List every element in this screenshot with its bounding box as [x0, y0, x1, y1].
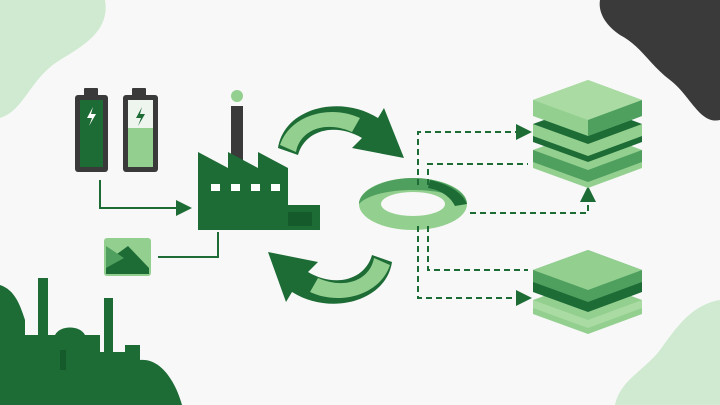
- edge-material-to-factory: [158, 232, 219, 258]
- cycle-arrows-icon: [268, 106, 404, 304]
- layer-stack-icon-top: [533, 80, 642, 188]
- edge-ring-to-top-stack-2: [427, 163, 528, 185]
- output-connectors: [417, 124, 596, 306]
- layer-stack-icon-bottom: [533, 250, 642, 334]
- blob-top-right: [599, 0, 720, 121]
- edge-ring-to-bottom-stack: [417, 226, 532, 306]
- battery-partial-icon: [123, 88, 158, 172]
- input-connectors: [99, 180, 219, 258]
- ring-icon: [359, 178, 467, 230]
- factory-icon: [198, 90, 320, 230]
- battery-full-icon: [75, 88, 108, 172]
- edge-battery-to-factory: [99, 180, 192, 216]
- edge-ring-to-top-stack: [417, 124, 532, 185]
- blob-top-left: [0, 0, 106, 118]
- blob-bottom-right: [615, 300, 720, 405]
- edge-ring-return: [470, 186, 596, 214]
- material-sheet-icon: [104, 238, 151, 276]
- factory-silhouette: [0, 278, 182, 405]
- edge-ring-to-bottom-stack-2: [427, 226, 528, 271]
